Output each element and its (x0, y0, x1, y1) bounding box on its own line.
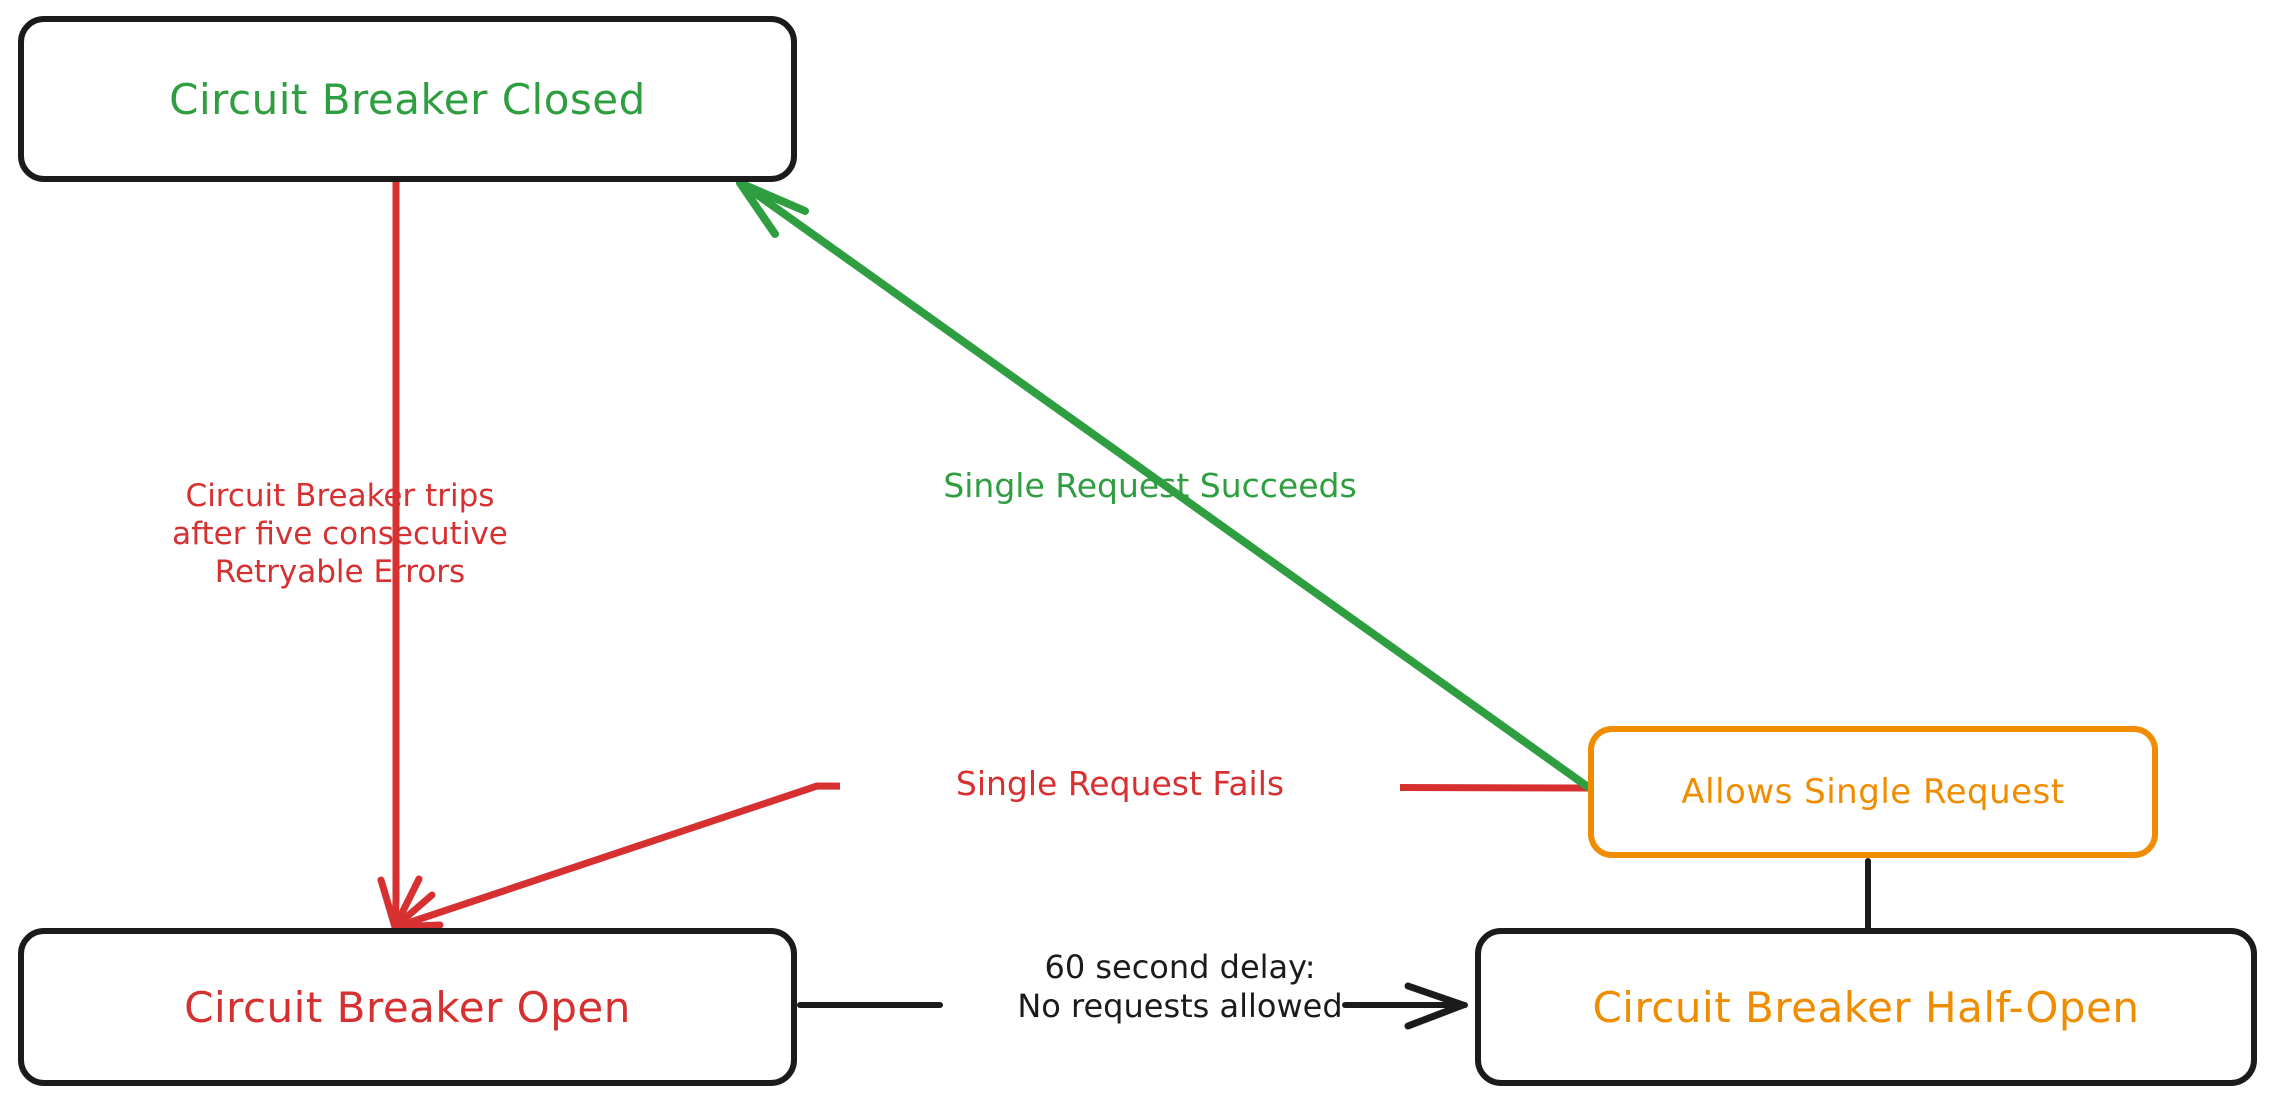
node-circuit-breaker-open[interactable]: Circuit Breaker Open (18, 928, 797, 1086)
node-circuit-breaker-half-open[interactable]: Circuit Breaker Half-Open (1475, 928, 2257, 1086)
node-label-closed: Circuit Breaker Closed (169, 74, 646, 124)
node-label-half-open: Circuit Breaker Half-Open (1592, 982, 2140, 1032)
edge-allows-to-open (392, 782, 1592, 931)
edge-open-to-halfopen (797, 982, 1468, 1030)
edge-allows-to-closed (736, 179, 1592, 791)
edge-closed-to-open (377, 178, 444, 932)
node-circuit-breaker-closed[interactable]: Circuit Breaker Closed (18, 16, 797, 182)
node-label-open: Circuit Breaker Open (184, 982, 631, 1032)
node-label-allows-single-request: Allows Single Request (1681, 772, 2065, 812)
node-allows-single-request[interactable]: Allows Single Request (1588, 726, 2158, 858)
